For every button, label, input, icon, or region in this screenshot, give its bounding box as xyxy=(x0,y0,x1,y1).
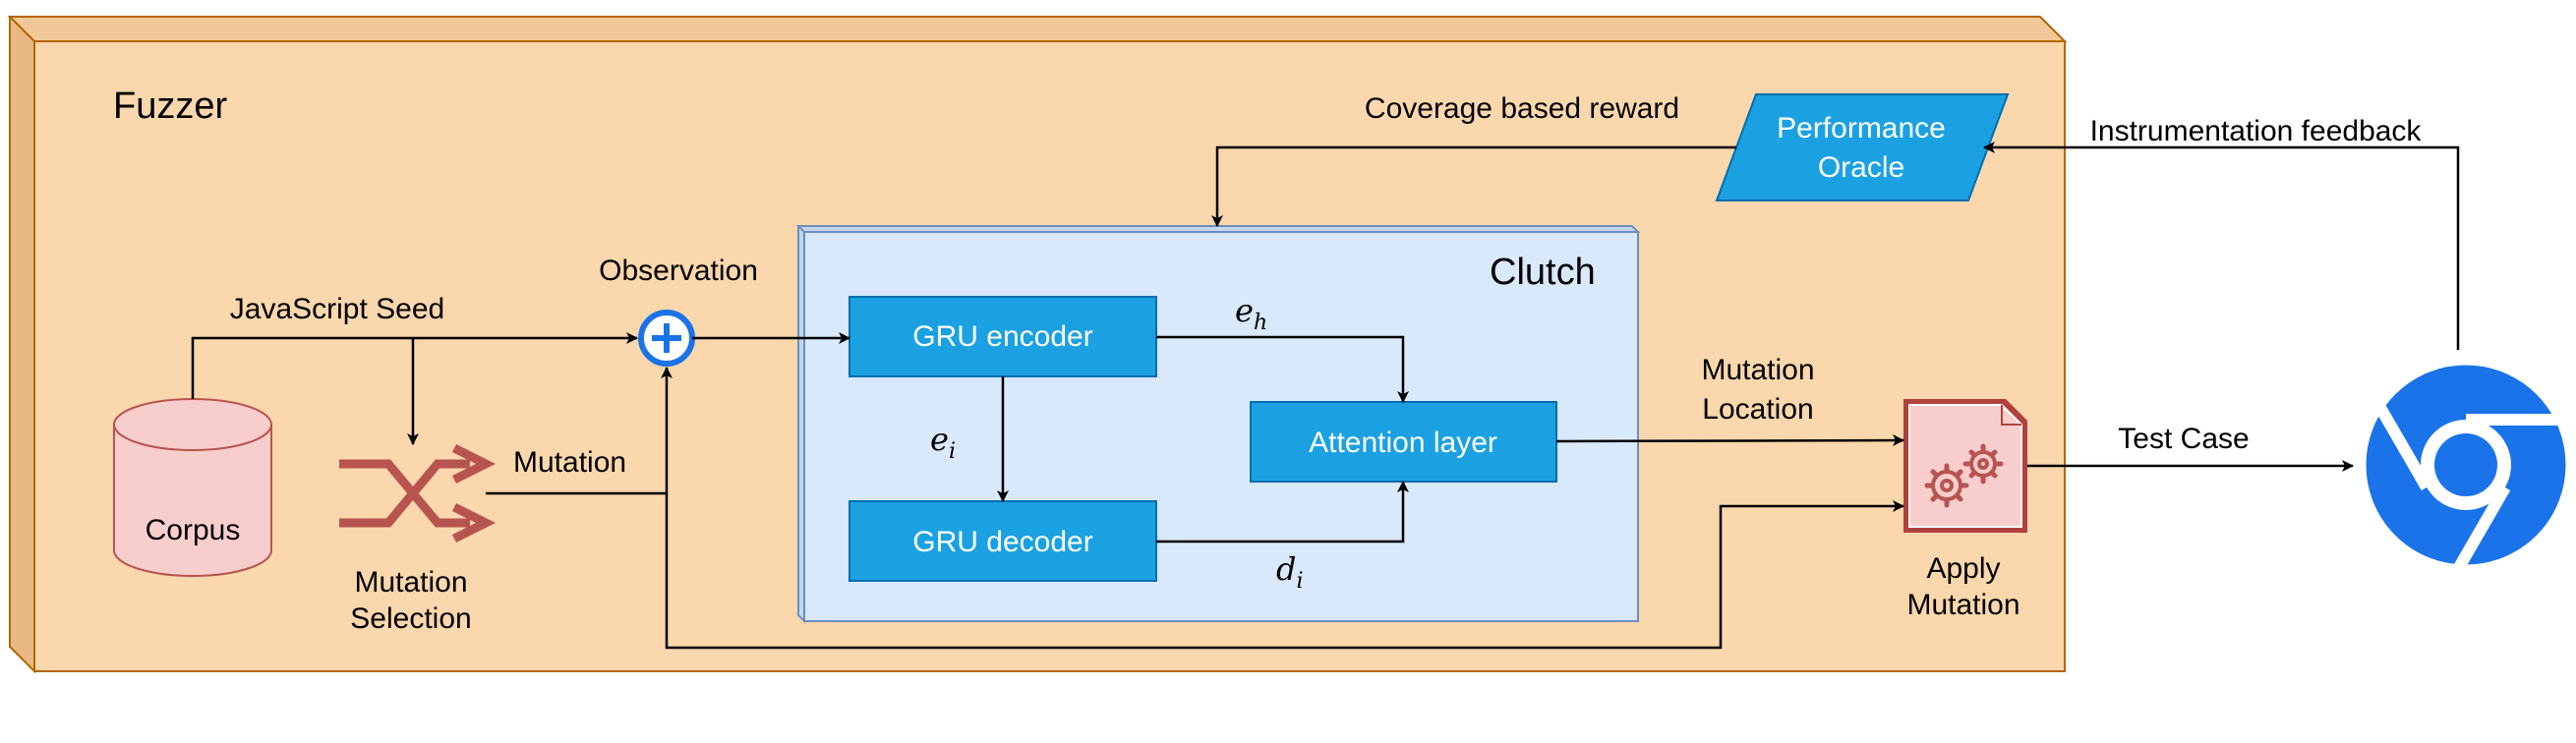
mutation-selection-label-1: Mutation xyxy=(354,566,467,599)
edge-attention-to-apply xyxy=(1555,434,1904,447)
apply-mutation-label-2: Mutation xyxy=(1906,589,2020,621)
attention-layer-label: Attention layer xyxy=(1309,427,1497,459)
observation-label: Observation xyxy=(599,255,758,287)
js-seed-label: JavaScript Seed xyxy=(230,293,444,325)
mutation-selection-label-2: Selection xyxy=(350,602,471,635)
clutch-title: Clutch xyxy=(1490,252,1596,293)
test-case-label: Test Case xyxy=(2118,423,2249,455)
fuzzer-title: Fuzzer xyxy=(113,86,227,127)
d-i-label: di xyxy=(1276,550,1304,594)
mutation-location-label-2: Location xyxy=(1702,393,1813,426)
edge-decoder-to-attention xyxy=(1156,481,1409,543)
instrumentation-feedback-label: Instrumentation feedback xyxy=(2090,115,2423,147)
mutation-edge-label: Mutation xyxy=(513,446,626,479)
gru-encoder-label: GRU encoder xyxy=(912,320,1092,353)
performance-oracle-label-1: Performance xyxy=(1777,112,1946,144)
mutation-location-label-1: Mutation xyxy=(1701,354,1814,386)
edge-encoder-to-attention xyxy=(1156,335,1409,403)
gru-decoder-label: GRU decoder xyxy=(912,526,1092,558)
e-h-label: eh xyxy=(1235,292,1267,335)
coverage-reward-label: Coverage based reward xyxy=(1365,92,1679,125)
edge-mutation-to-apply xyxy=(665,493,1904,650)
corpus-cylinder xyxy=(113,398,272,577)
gear-document-icon xyxy=(1903,399,2027,533)
edge-seed-to-observation xyxy=(191,332,638,399)
performance-oracle-label-2: Oracle xyxy=(1818,151,1904,184)
corpus-label: Corpus xyxy=(146,514,241,546)
edge-coverage-reward xyxy=(1211,145,1736,227)
performance-oracle-shape xyxy=(1715,93,2010,201)
gru-encoder-box xyxy=(849,296,1157,377)
plus-icon xyxy=(638,310,695,367)
edge-instrumentation-feedback xyxy=(1983,142,2460,350)
apply-mutation-label-1: Apply xyxy=(1926,552,2000,585)
shuffle-icon xyxy=(339,443,497,543)
chrome-icon xyxy=(2363,362,2569,573)
e-i-label: ei xyxy=(930,421,956,464)
